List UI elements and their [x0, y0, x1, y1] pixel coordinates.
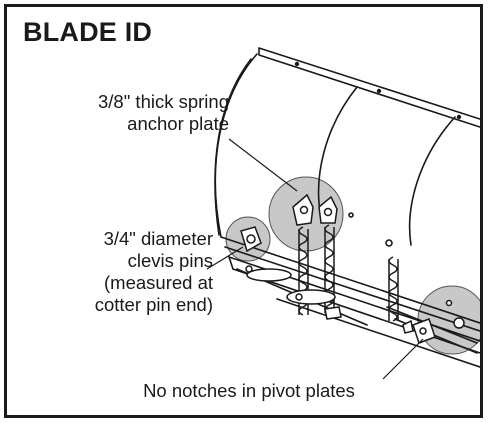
blade-rib [317, 86, 358, 218]
skid-shoe-disc [286, 289, 336, 305]
page-title: BLADE ID [23, 17, 153, 47]
blade-bottom-edge [220, 236, 480, 332]
skid-shoe-disc [246, 268, 292, 282]
leader-line-clevis-pins [206, 246, 244, 270]
leader-line-pivot-plates [382, 338, 424, 380]
blade-top-rib [258, 47, 480, 128]
spring-anchor-plate-label: 3/8" thick spring anchor plate [98, 91, 229, 134]
pivot-plates-label: No notches in pivot plates [143, 380, 355, 401]
blade-rib [408, 116, 456, 246]
leader-line-spring-anchor [228, 138, 298, 192]
plow-blade-illustration [206, 47, 480, 380]
figure-frame: BLADE ID 3/8" thick spring anchor plate … [4, 4, 483, 418]
clevis-pins-label: 3/4" diameter clevis pins (measured at c… [94, 228, 213, 315]
